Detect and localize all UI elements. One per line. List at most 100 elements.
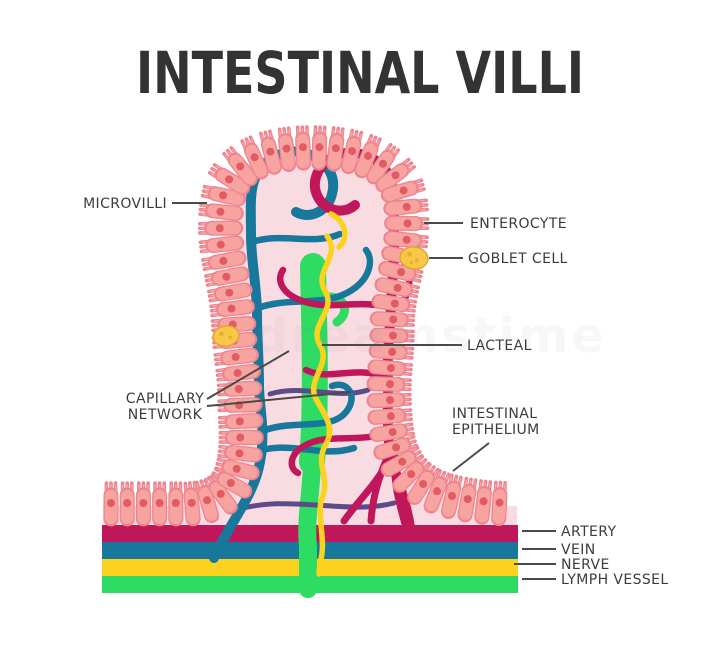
artery-label: ARTERY: [561, 524, 617, 540]
cell-nucleus: [225, 175, 234, 184]
epithelium-cell: [209, 299, 255, 318]
epithelium-cell: [380, 178, 426, 203]
epithelium-cells: [103, 125, 508, 527]
intestinal-epithelium-label: EPITHELIUM: [452, 422, 540, 438]
epithelium-cell: [340, 128, 364, 175]
capillary: [258, 444, 358, 455]
goblet-granule: [219, 331, 224, 336]
epithelium-cell: [209, 467, 253, 499]
epithelium-cell: [384, 215, 430, 232]
epithelium-cell: [311, 125, 328, 171]
lacteal-label: LACTEAL: [467, 338, 532, 354]
epithelium-cell: [368, 343, 415, 360]
cell-nucleus: [219, 256, 228, 265]
epithelium-cell: [119, 481, 135, 527]
cell-nucleus: [216, 489, 225, 498]
epithelium-cell: [197, 220, 244, 236]
epithelium-cell: [371, 293, 418, 313]
cell-nucleus: [266, 147, 275, 156]
cell-nucleus: [388, 331, 397, 340]
epithelium-cell: [103, 481, 119, 527]
epithelium-cell: [383, 198, 429, 217]
cell-nucleus: [216, 240, 225, 249]
cell-nucleus: [331, 144, 340, 153]
epithelium-cell: [491, 480, 508, 527]
goblet-cell-label: GOBLET CELL: [468, 251, 568, 267]
capillary: [288, 428, 394, 477]
epithelium-cell: [204, 266, 250, 287]
epithelium-cell: [135, 481, 151, 527]
nerve-fiber: [328, 211, 348, 250]
cell-nucleus: [388, 347, 397, 356]
capillary-pointer-line: [206, 350, 290, 400]
cell-nucleus: [222, 272, 231, 281]
cell-nucleus: [402, 235, 411, 244]
cell-nucleus: [171, 499, 180, 507]
pointer-lines: [172, 202, 556, 580]
lacteal-vessel-lower: [298, 449, 321, 598]
cell-nucleus: [203, 496, 212, 505]
epithelium-cell: [198, 203, 244, 221]
epithelium-cell: [326, 126, 345, 172]
nerve-label: NERVE: [561, 557, 610, 573]
capillary: [256, 381, 355, 436]
cell-nucleus: [419, 479, 428, 488]
cell-nucleus: [235, 449, 244, 458]
cell-nucleus: [216, 207, 225, 216]
cell-nucleus: [231, 353, 240, 362]
epithelium-cell: [240, 135, 269, 180]
cell-nucleus: [447, 491, 456, 500]
epithelium-cell: [392, 454, 431, 493]
epithelium-cell: [367, 408, 413, 425]
page-title: INTESTINAL VILLI: [136, 39, 584, 107]
cell-nucleus: [235, 417, 244, 426]
vein-label: VEIN: [561, 542, 596, 558]
lymph-vessel-label: LYMPH VESSEL: [561, 572, 669, 588]
cell-nucleus: [225, 288, 234, 297]
epithelium-cell: [168, 481, 184, 527]
cell-nucleus: [282, 144, 291, 153]
goblet-cell-right: [399, 246, 429, 270]
epithelium-cell: [210, 316, 257, 333]
cell-nucleus: [236, 162, 245, 171]
goblet-granule: [414, 258, 419, 263]
epithelium-cell: [216, 380, 263, 397]
epithelium-cell: [407, 462, 440, 505]
epithelium-cell: [201, 250, 247, 271]
cell-nucleus: [123, 499, 132, 507]
cell-nucleus: [393, 283, 402, 292]
cell-nucleus: [402, 202, 411, 211]
capillary: [302, 366, 392, 382]
cell-nucleus: [388, 428, 397, 437]
cell-nucleus: [495, 498, 504, 507]
epithelium-cell: [213, 347, 260, 366]
epithelium-cell: [366, 392, 412, 409]
epithelium-cell: [200, 184, 247, 207]
cell-nucleus: [348, 147, 357, 156]
epithelium-cell: [373, 435, 419, 460]
cell-nucleus: [107, 499, 115, 507]
labels: MICROVILLI ENTEROCYTE GOBLET CELL LACTEA…: [83, 196, 669, 588]
cell-nucleus: [227, 304, 236, 313]
epithelium-cell: [369, 311, 416, 328]
epithelium-cell: [259, 129, 282, 175]
epithelium-cell: [198, 235, 245, 254]
epithelium-cell: [383, 230, 429, 249]
lacteal-vessel: [299, 253, 328, 475]
cell-nucleus: [315, 143, 324, 152]
cell-nucleus: [139, 499, 148, 507]
epithelium-cell: [366, 142, 400, 185]
epithelium-cell: [214, 457, 260, 481]
epithelium-cell: [206, 282, 253, 303]
epithelium-cell: [369, 327, 415, 344]
cell-nucleus: [463, 495, 472, 504]
epithelium-cell: [375, 157, 416, 193]
capillary: [248, 230, 344, 246]
cell-nucleus: [234, 385, 243, 394]
cell-nucleus: [397, 268, 406, 277]
epithelium-cell: [222, 146, 258, 187]
cell-nucleus: [250, 153, 259, 162]
cell-nucleus: [187, 498, 196, 507]
